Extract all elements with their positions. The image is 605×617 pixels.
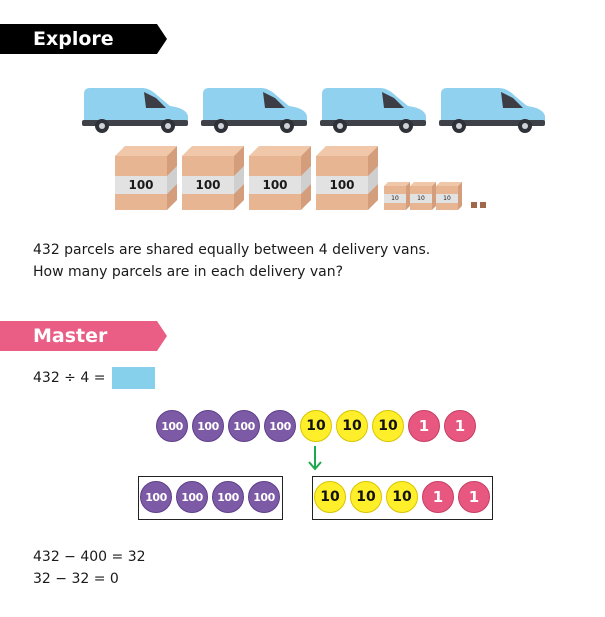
group-counter-hundred: 100: [176, 481, 208, 513]
delivery-van-1: [82, 88, 188, 133]
parcel-ten-icon: [384, 182, 410, 210]
parcel-ten-icon: [436, 182, 462, 210]
parcel-ten-3: 10: [436, 182, 462, 214]
delivery-van-4: [439, 88, 545, 133]
parcel-ten-icon: [410, 182, 436, 210]
parcel-hundred-icon: [182, 146, 244, 210]
master-banner-label: Master: [33, 325, 108, 347]
parcel-one-2: [480, 202, 486, 208]
group-tens-ones-frame: [312, 476, 493, 520]
parcel-ten-1: 10: [384, 182, 410, 214]
counter-hundred: 100: [192, 410, 224, 442]
parcel-hundred-4: 100: [316, 146, 378, 214]
counter-ten: 10: [336, 410, 368, 442]
group-counter-hundred: 100: [140, 481, 172, 513]
group-counter-ten: 10: [314, 481, 346, 513]
parcel-hundred-label: 100: [329, 178, 355, 192]
parcel-ten-label: 10: [417, 195, 425, 202]
parcel-hundred-label: 100: [195, 178, 221, 192]
answer-box[interactable]: [112, 367, 156, 389]
parcel-hundred-2: 100: [182, 146, 244, 214]
parcel-hundred-label: 100: [262, 178, 288, 192]
master-banner: Master: [0, 321, 167, 351]
parcel-ten-label: 10: [443, 195, 451, 202]
delivery-van-2: [201, 88, 307, 133]
explore-banner-label: Explore: [33, 28, 114, 50]
explore-banner: Explore: [0, 24, 167, 54]
arrow-down-icon: [308, 446, 322, 471]
division-equation: 432 ÷ 4 =: [33, 367, 156, 389]
group-counter-ten: 10: [350, 481, 382, 513]
parcel-ten-2: 10: [410, 182, 436, 214]
parcel-hundred-label: 100: [128, 178, 154, 192]
group-counter-one: 1: [458, 481, 490, 513]
group-counter-one: 1: [422, 481, 454, 513]
counter-ten: 10: [300, 410, 332, 442]
counter-hundred: 100: [264, 410, 296, 442]
counter-ten: 10: [372, 410, 404, 442]
parcel-hundred-icon: [316, 146, 378, 210]
group-counter-ten: 10: [386, 481, 418, 513]
delivery-van-3: [320, 88, 426, 133]
group-hundreds-frame: [138, 476, 283, 520]
question-line-1: 432 parcels are shared equally between 4…: [33, 242, 431, 258]
equation-text: 432 ÷ 4 =: [33, 370, 106, 386]
parcel-hundred-3: 100: [249, 146, 311, 214]
calculation-line-2: 32 − 32 = 0: [33, 571, 119, 587]
question-line-2: How many parcels are in each delivery va…: [33, 264, 344, 280]
counter-hundred: 100: [156, 410, 188, 442]
counter-one: 1: [408, 410, 440, 442]
counter-hundred: 100: [228, 410, 260, 442]
counter-one: 1: [444, 410, 476, 442]
parcel-hundred-1: 100: [115, 146, 177, 214]
calculation-line-1: 432 − 400 = 32: [33, 549, 146, 565]
parcel-one-1: [471, 202, 477, 208]
group-counter-hundred: 100: [212, 481, 244, 513]
parcel-hundred-icon: [115, 146, 177, 210]
parcel-ten-label: 10: [391, 195, 399, 202]
group-counter-hundred: 100: [248, 481, 280, 513]
parcel-hundred-icon: [249, 146, 311, 210]
